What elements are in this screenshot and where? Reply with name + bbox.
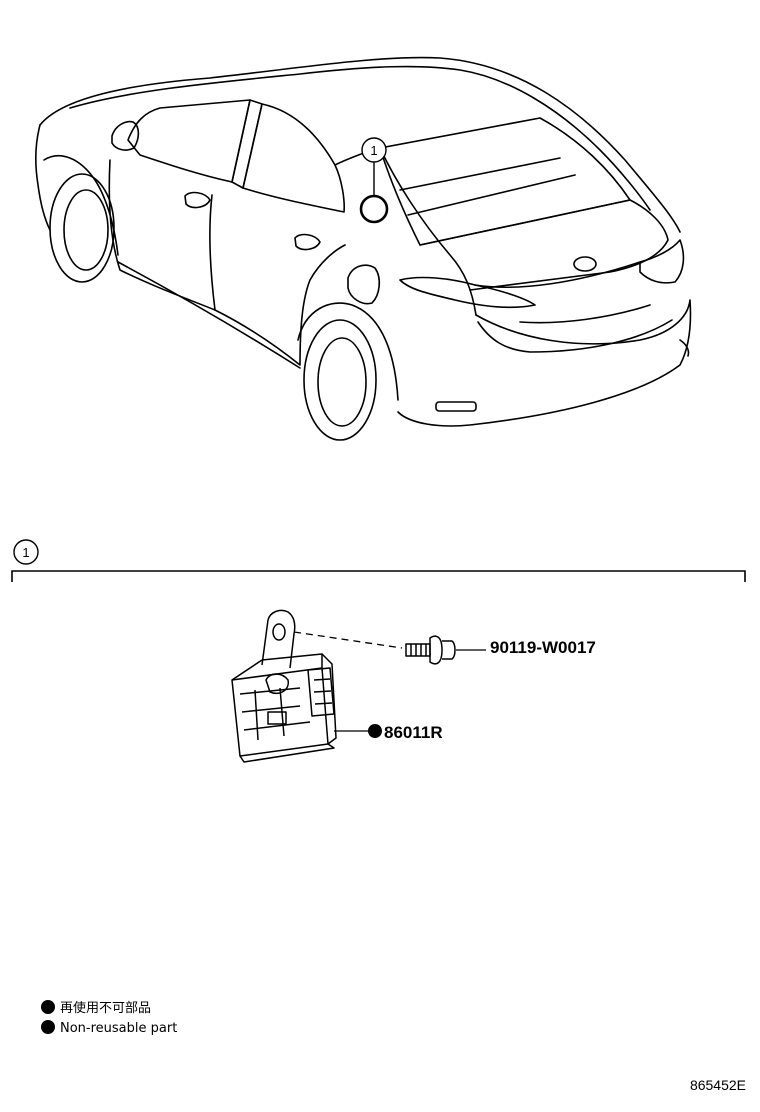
car-tail-garnish [474,261,641,289]
car-rear-wheel-outer [303,319,377,441]
car-front-door-line [108,159,216,311]
legend-text-en: Non-reusable part [60,1021,177,1036]
car-rear-door-handle [294,233,321,251]
car-rear-bumper [397,299,692,427]
car-roof-outline [39,56,681,233]
car-side-mirror [111,120,140,151]
car-fuel-door [347,264,381,305]
car-location-callout: 1 [359,137,389,224]
car-sill-line [117,261,301,369]
car-tail-light-right [639,239,685,284]
car-bumper-lower-line [477,319,673,353]
module-connector-ribs [313,678,333,705]
car-b-pillar [231,99,263,189]
car-rear-window-glass [379,117,631,246]
module-small-part [267,711,287,725]
legend-text-jp: 再使用不可部品 [60,1000,151,1016]
car-tail-light-left [399,276,536,309]
module-internal-lines [239,687,311,741]
car-illustration [35,56,692,441]
car-rear-side-marker [679,339,690,357]
bolt-illustration [405,635,456,665]
section-1-header: 1 [11,539,746,582]
bolt-part-number: 90119-W0017 [490,638,596,657]
car-license-recess [519,304,651,324]
module-body-side [321,653,337,745]
module-non-reusable-dot [368,724,382,738]
car-front-door-handle [184,191,211,209]
car-front-wheel-outer [49,173,115,283]
section-callout-badge [13,539,39,565]
car-trunk-crease [399,157,576,216]
car-front-outline [35,124,51,231]
car-front-wheel-inner [63,189,109,271]
car-callout-target [359,194,389,224]
module-latch [265,673,289,694]
bolt-head [442,640,456,660]
car-roof-inner-line [69,65,651,211]
module-body-top [231,653,323,681]
car-c-pillar [334,147,477,316]
car-reflector [435,401,477,412]
section-bracket-line [11,570,746,582]
car-rear-wheel-arch [297,302,399,401]
legend: 再使用不可部品 Non-reusable part [41,1000,177,1036]
legend-dot-en [41,1020,55,1034]
car-rear-window [242,103,345,213]
car-callout-number: 1 [370,143,377,158]
car-rear-wheel-inner [317,337,367,427]
bolt-alignment-line [293,631,403,649]
legend-dot-jp [41,1000,55,1014]
bolt-flange [429,635,443,665]
module-connector [307,667,335,717]
section-callout-number: 1 [22,545,29,560]
car-rear-emblem [573,256,597,272]
module-bracket-hole [272,623,286,641]
module-illustration [231,609,337,763]
car-front-window [127,99,251,183]
bolt-threads [410,644,427,656]
module-bracket [261,609,296,669]
car-trunk-lid [419,199,669,291]
module-part-number: 86011R [384,723,443,742]
module-base-plate [239,743,335,763]
drawing-number: 865452E [690,1077,746,1093]
